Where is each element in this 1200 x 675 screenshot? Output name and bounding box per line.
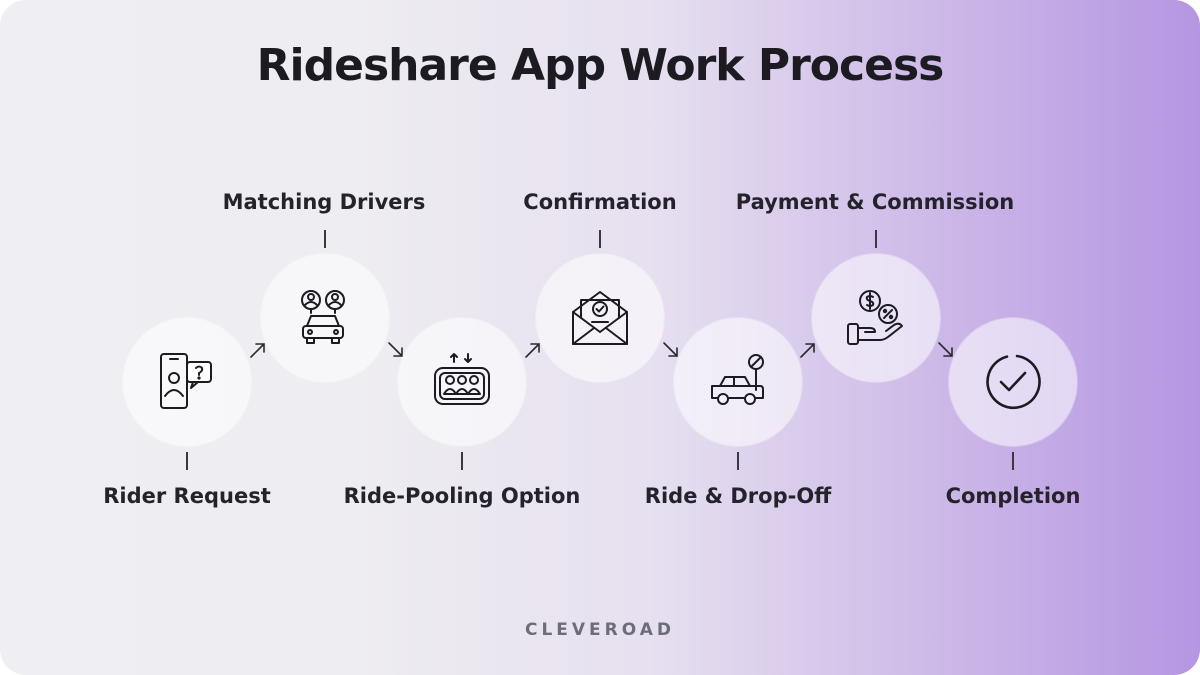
arrow-down-right-icon — [388, 342, 403, 357]
connector-tick — [324, 230, 326, 248]
envelope-check-icon — [572, 291, 628, 345]
arrow-down-right-icon — [663, 342, 678, 357]
connector-tick — [186, 452, 188, 470]
arrow-up-right-icon — [525, 343, 540, 358]
step-label-matching-drivers: Matching Drivers — [222, 190, 426, 214]
step-circle-matching-drivers — [261, 254, 389, 382]
step-circle-payment — [812, 254, 940, 382]
step-circle-completion — [949, 318, 1077, 446]
step-label-rider-request: Rider Request — [103, 484, 271, 508]
step-label-confirmation: Confirmation — [523, 190, 677, 214]
arrow-up-right-icon — [250, 343, 265, 358]
step-circle-confirmation — [536, 254, 664, 382]
step-label-completion: Completion — [945, 484, 1081, 508]
car-seats-icon — [434, 353, 490, 405]
phone-chat-icon — [160, 353, 212, 409]
car-stop-icon — [711, 354, 764, 405]
connector-tick — [737, 452, 739, 470]
brand-logo: CLEVEROAD — [524, 620, 676, 640]
page-title: Rideshare App Work Process — [256, 40, 945, 91]
step-label-payment: Payment & Commission — [735, 190, 1015, 214]
drivers-car-icon — [301, 290, 345, 344]
hand-money-icon — [847, 290, 903, 345]
connector-tick — [599, 230, 601, 248]
connector-tick — [875, 230, 877, 248]
arrow-up-right-icon — [800, 343, 815, 358]
step-circle-ride-pooling — [398, 318, 526, 446]
step-circle-rider-request — [123, 318, 251, 446]
check-circle-icon — [986, 354, 1041, 410]
step-circle-ride-dropoff — [674, 318, 802, 446]
step-label-ride-dropoff: Ride & Drop-Off — [644, 484, 832, 508]
connector-tick — [1012, 452, 1014, 470]
step-label-ride-pooling: Ride-Pooling Option — [343, 484, 581, 508]
connector-tick — [461, 452, 463, 470]
arrow-down-right-icon — [938, 342, 953, 357]
